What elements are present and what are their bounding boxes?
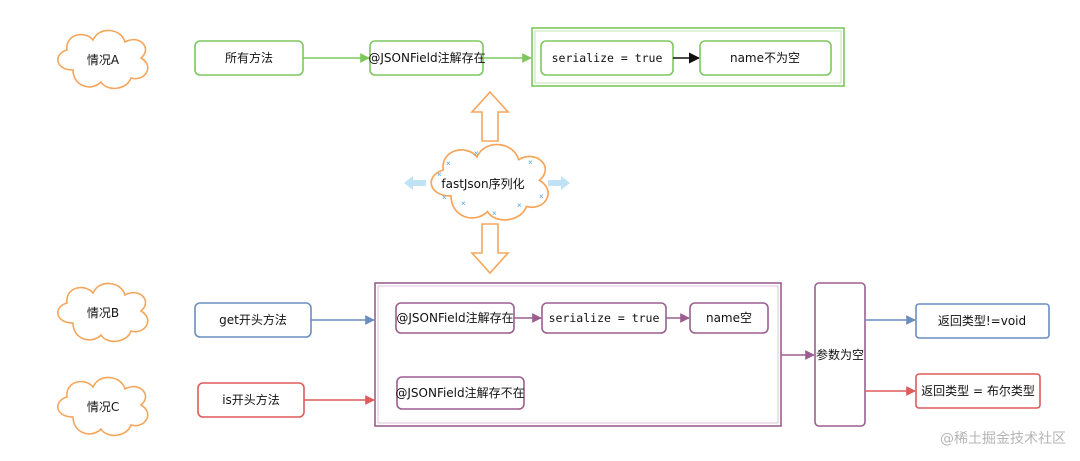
center-cloud-handles: × × × × × × × × × (437, 149, 544, 218)
row-a-condition-group (531, 27, 845, 87)
row-bc-condition-group-inner (377, 285, 779, 424)
svg-text:×: × (446, 159, 451, 168)
row-b-serialize-text: serialize = true (549, 311, 660, 325)
svg-text:×: × (437, 170, 442, 179)
row-a-serialize-text: serialize = true (552, 51, 663, 65)
row-c-annotation-box (396, 376, 525, 410)
row-a-method-text: 所有方法 (225, 50, 273, 65)
row-a: 所有方法 @JSONField注解存在 serialize = true nam… (194, 27, 845, 87)
row-a-name-box (699, 40, 832, 76)
row-a-condition-group-inner (534, 30, 842, 84)
center-label: fastJson序列化 (441, 176, 524, 191)
row-a-name-text: name不为空 (730, 51, 800, 65)
svg-text:×: × (517, 201, 522, 210)
row-c-method-text: is开头方法 (222, 392, 280, 407)
svg-text:×: × (461, 199, 466, 208)
row-b-method-text: get开头方法 (219, 312, 287, 327)
case-c-cloud: 情况C (57, 376, 149, 437)
row-c-annotation-text: @JSONField注解存不在 (395, 385, 524, 400)
result-void-box (915, 303, 1050, 339)
params-text: 参数为空 (816, 347, 864, 362)
left-arrow (404, 176, 426, 190)
row-b: get开头方法 @JSONField注解存在 serialize = true … (194, 302, 769, 338)
svg-text:×: × (474, 149, 479, 158)
case-b-cloud: 情况B (57, 282, 149, 343)
watermark: @稀土掘金技术社区 (940, 431, 1066, 447)
result-bool-text: 返回类型 = 布尔类型 (921, 383, 1035, 398)
right-arrow (548, 176, 570, 190)
row-b-annotation-text: @JSONField注解存在 (396, 310, 513, 325)
row-b-name-box (689, 302, 769, 334)
result-void-text: 返回类型!=void (938, 314, 1026, 328)
params-box (814, 282, 866, 427)
svg-text:×: × (492, 209, 497, 218)
down-arrow (470, 223, 510, 275)
row-c: is开头方法 @JSONField注解存不在 (197, 376, 525, 418)
result-bool-box (915, 373, 1041, 409)
case-c-label: 情况C (87, 400, 119, 414)
row-a-annotation-text: @JSONField注解存在 (368, 50, 485, 65)
svg-text:×: × (442, 193, 447, 202)
case-a-label: 情况A (87, 53, 120, 67)
svg-text:×: × (539, 192, 544, 201)
svg-text:×: × (528, 158, 533, 167)
case-b-label: 情况B (87, 306, 119, 320)
up-arrow (470, 90, 510, 142)
row-b-name-text: name空 (706, 311, 752, 325)
case-a-cloud: 情况A (57, 29, 149, 90)
